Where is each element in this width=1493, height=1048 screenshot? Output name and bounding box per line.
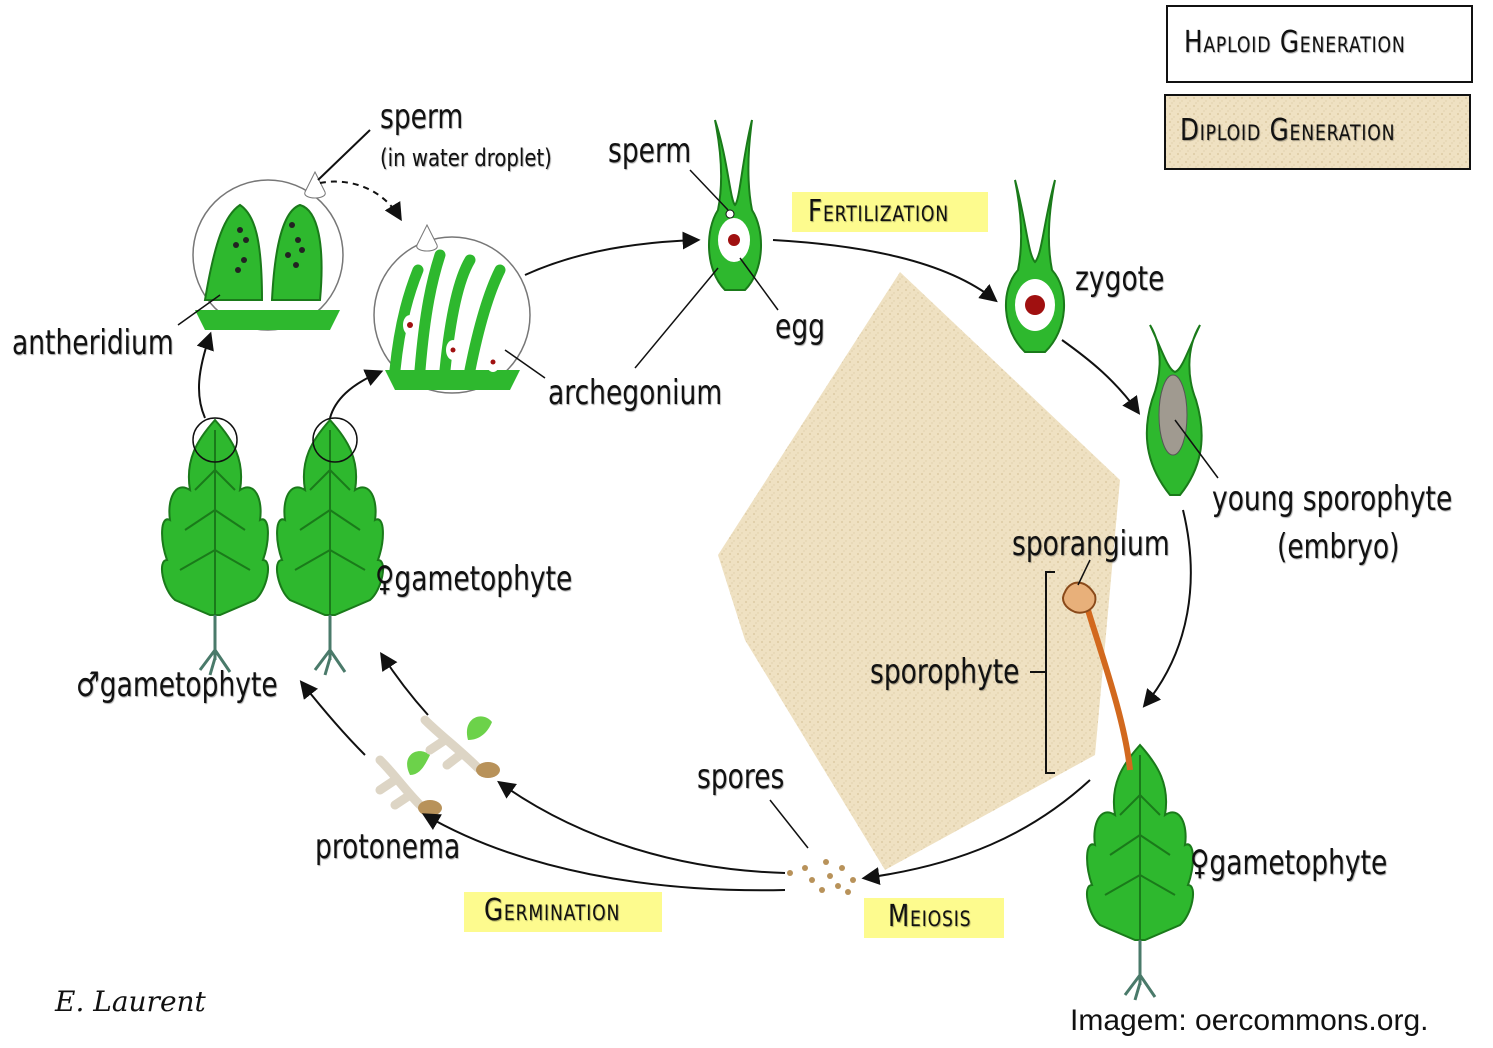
zygote (1005, 179, 1065, 353)
label-archegonium: archegonium (548, 373, 723, 413)
label-protonema: protonema (315, 827, 461, 867)
legend-haploid-label: Haploid Generation (1184, 25, 1406, 60)
label-egg: egg (775, 307, 825, 347)
label-spores: spores (697, 757, 785, 797)
artist-signature: E. Laurent (55, 985, 206, 1018)
archegonium-magnified (373, 236, 531, 394)
antheridium-magnified (192, 179, 344, 331)
archegonium-with-egg (708, 119, 762, 291)
legend-diploid-label: Diploid Generation (1180, 113, 1396, 148)
female-gametophyte-plant-right (1085, 743, 1195, 1002)
label-antheridium: antheridium (12, 323, 174, 363)
stage-germination: Germination (484, 893, 621, 928)
diploid-region (718, 272, 1120, 870)
female-gametophyte-plant-left (275, 418, 385, 677)
stage-meiosis: Meiosis (888, 899, 972, 934)
label-young-sporophyte-note: (embryo) (1277, 527, 1400, 567)
male-gametophyte-plant (160, 418, 270, 677)
label-young-sporophyte: young sporophyte (1212, 479, 1453, 519)
label-sperm: sperm (608, 131, 692, 171)
label-female-gametophyte-right: ♀gametophyte (1190, 843, 1388, 883)
image-credit: Imagem: oercommons.org. (1070, 1004, 1429, 1037)
label-sporangium: sporangium (1012, 524, 1170, 564)
label-sporophyte: sporophyte (870, 652, 1020, 692)
label-zygote: zygote (1075, 259, 1165, 299)
protonema-drawing (375, 715, 500, 816)
label-sperm-droplet-note: (in water droplet) (380, 144, 552, 172)
stage-fertilization: Fertilization (808, 194, 949, 229)
label-female-gametophyte-left: ♀gametophyte (375, 559, 573, 599)
spores-cluster (787, 859, 856, 895)
young-sporophyte (1145, 324, 1203, 496)
label-male-gametophyte: ♂gametophyte (76, 665, 278, 705)
label-sperm-droplet: sperm (380, 97, 464, 137)
